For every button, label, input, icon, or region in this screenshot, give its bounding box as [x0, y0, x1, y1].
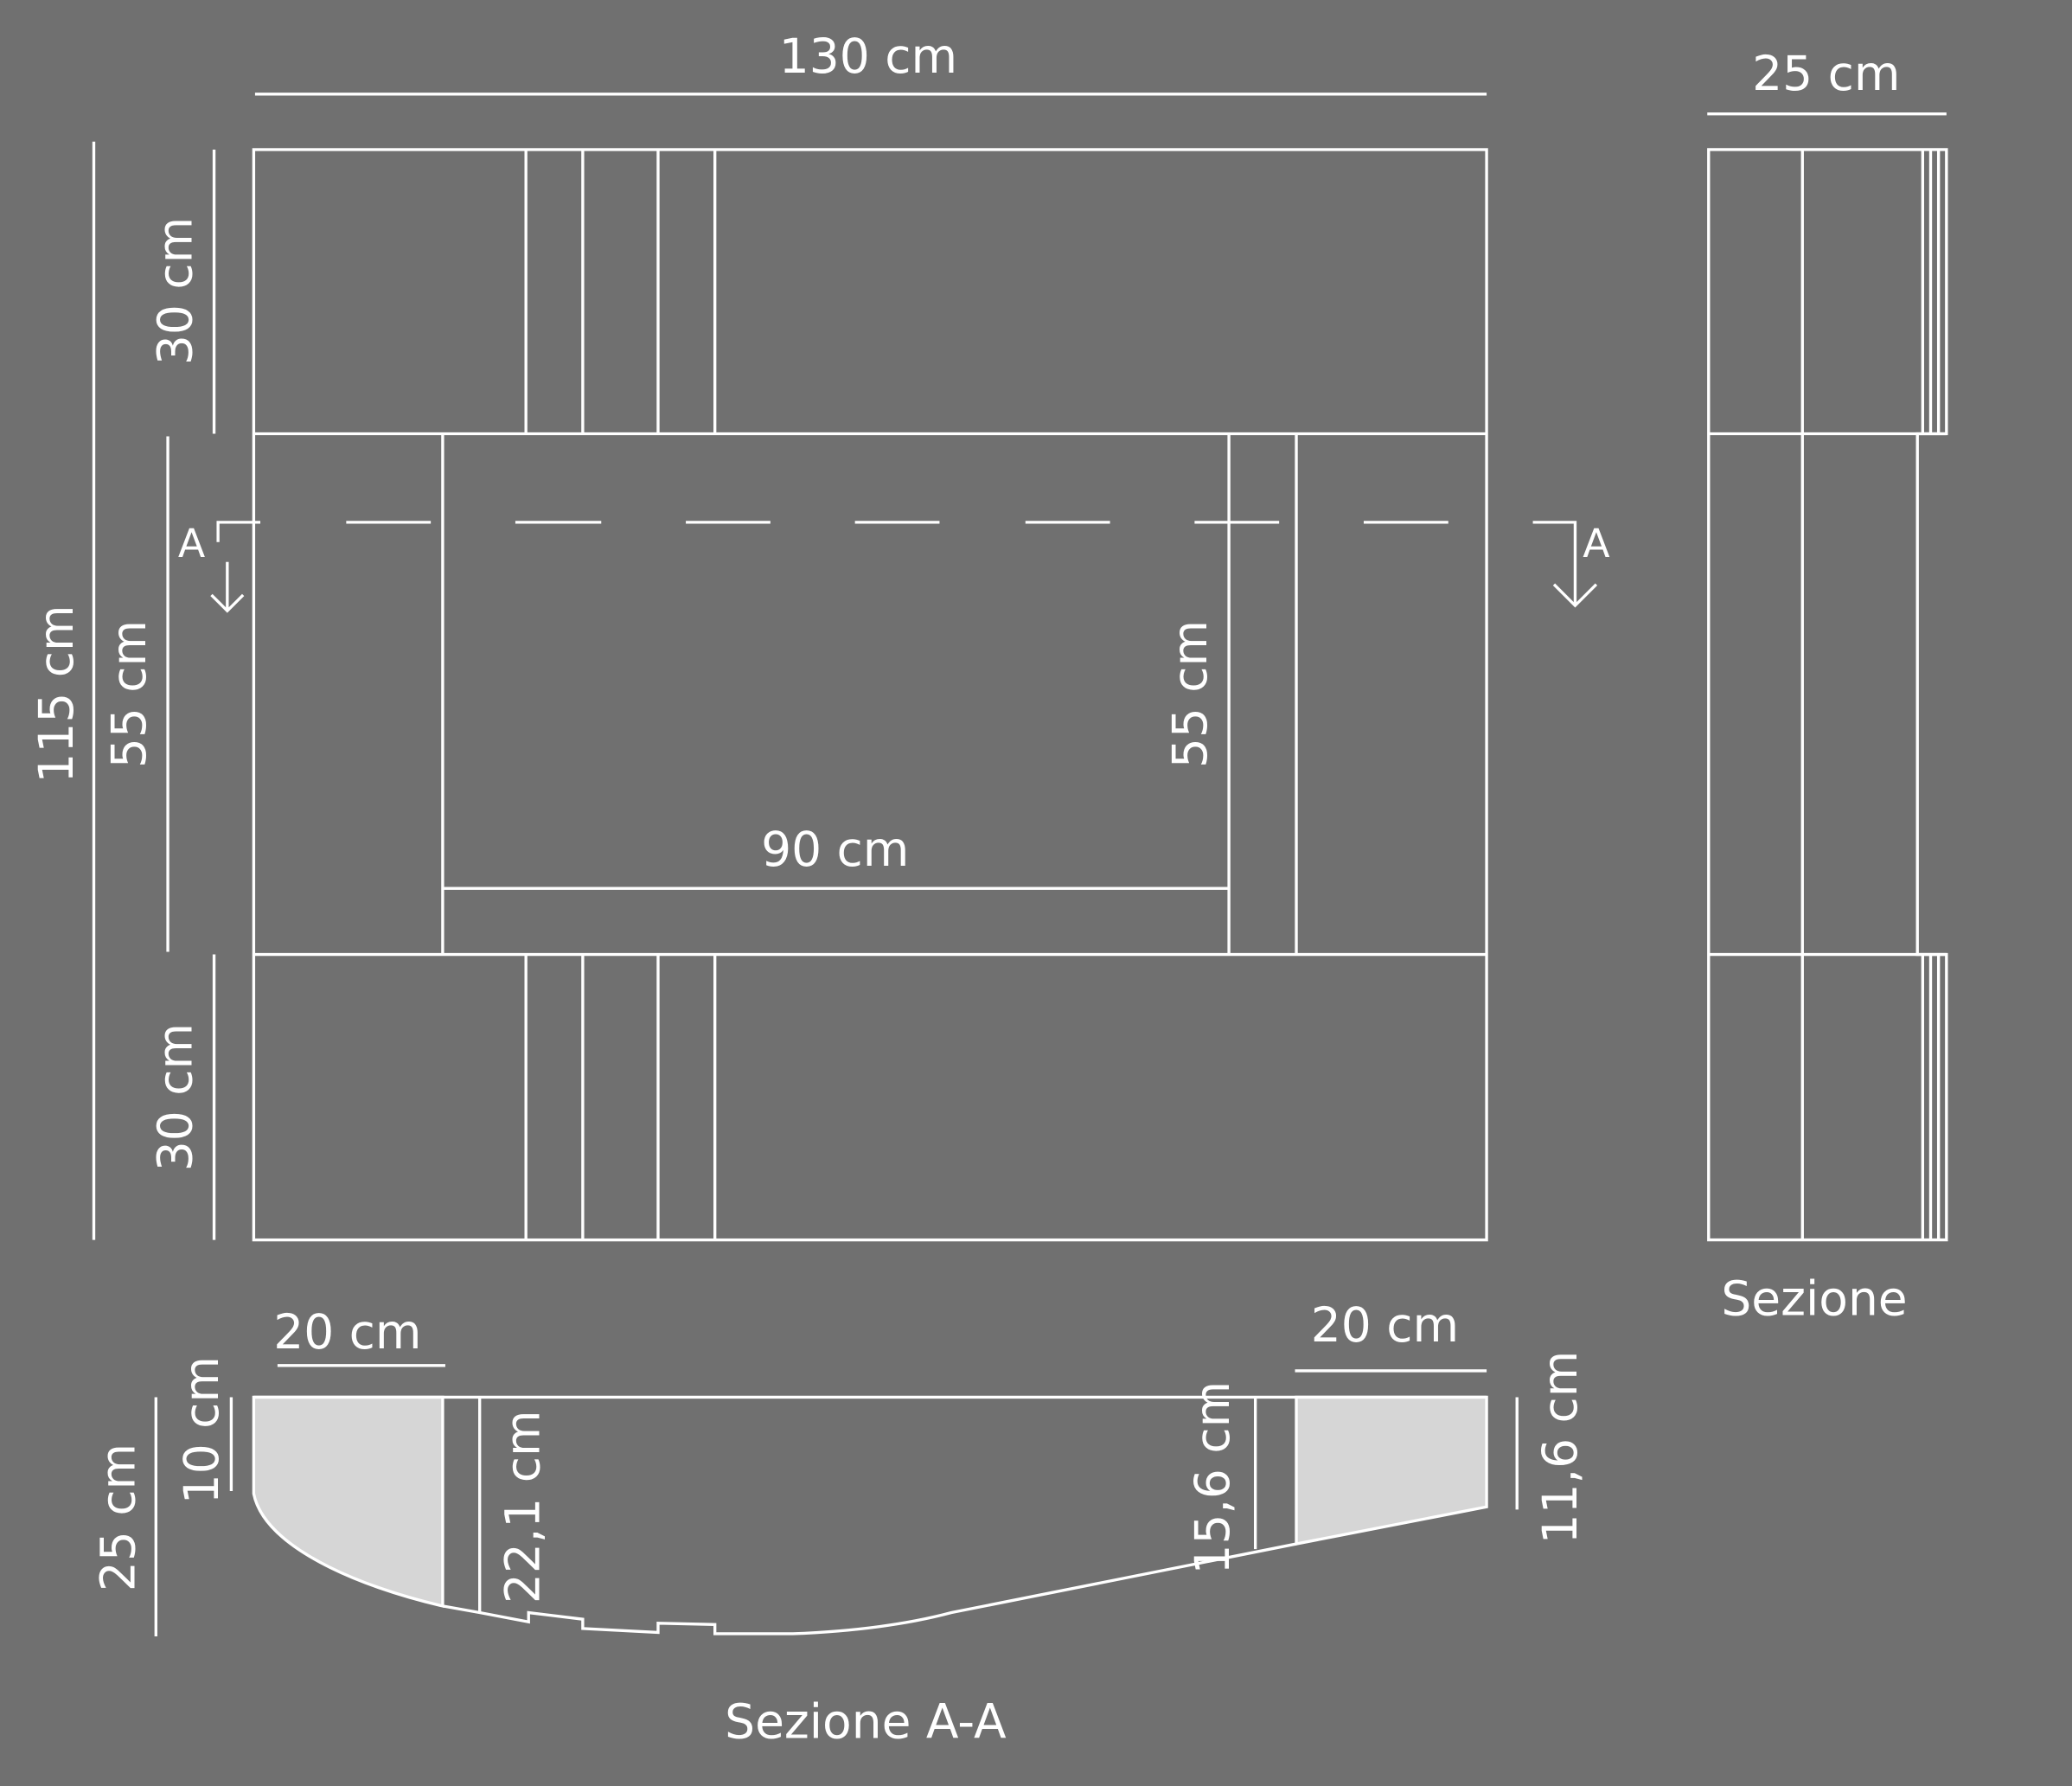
- inner-width-label: 90 cm: [761, 822, 909, 877]
- arrow-down-icon: [210, 561, 245, 613]
- left-width-label: 20 cm: [273, 1304, 421, 1360]
- side-view: 25 cm Sezione: [1707, 46, 1948, 1327]
- section-view: 20 cm 20 cm 10 cm 25 cm 22,1 cm 15,6 cm …: [91, 1297, 1588, 1749]
- right-width-label: 20 cm: [1311, 1297, 1459, 1353]
- front-view: 130 cm 90 cm 55 cm: [29, 29, 1610, 1242]
- middle-band-label: 55 cm: [101, 620, 157, 768]
- middle-structure: [441, 433, 1298, 955]
- bottom-band-slats: [524, 954, 717, 1240]
- top-band-slats: [524, 149, 717, 434]
- height-label: 115 cm: [29, 605, 84, 783]
- section-view-title: Sezione A-A: [725, 1694, 1007, 1750]
- side-width-label: 25 cm: [1752, 46, 1900, 101]
- right-edge-label: 11,6 cm: [1532, 1351, 1588, 1545]
- right-section-fill: [1295, 1395, 1488, 1546]
- front-outline: [252, 148, 1488, 1242]
- inner-height-label: 55 cm: [1162, 620, 1218, 768]
- left-top-label: 10 cm: [174, 1356, 229, 1504]
- side-view-title: Sezione: [1721, 1271, 1907, 1327]
- arrow-down-icon: [1552, 583, 1598, 608]
- bottom-band-label: 30 cm: [147, 1023, 202, 1171]
- left-section-fill: [252, 1395, 444, 1609]
- section-cut-line: [216, 521, 1577, 606]
- top-band-label: 30 cm: [147, 217, 202, 365]
- width-label: 130 cm: [779, 29, 957, 84]
- left-inner-label: 22,1 cm: [495, 1410, 550, 1604]
- total-depth-label: 25 cm: [91, 1444, 146, 1591]
- section-profile: [442, 1542, 1297, 1636]
- cut-label-left: A: [178, 520, 205, 567]
- right-inner-label: 15,6 cm: [1185, 1381, 1240, 1575]
- cut-label-right: A: [1583, 520, 1609, 567]
